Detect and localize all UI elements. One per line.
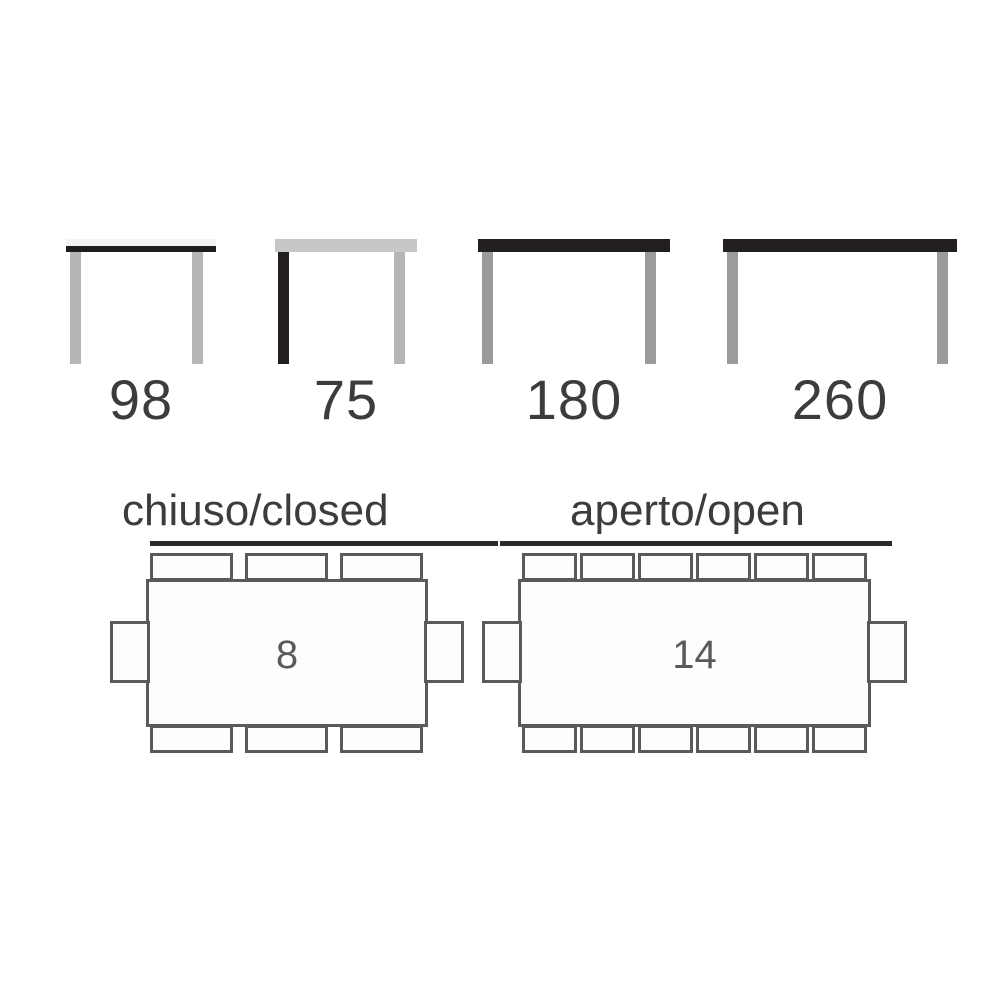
table-leg-left-260 bbox=[727, 252, 738, 364]
seat-right-1 bbox=[867, 621, 907, 683]
seat-right-1 bbox=[424, 621, 464, 683]
seat-top-2 bbox=[245, 553, 328, 581]
table-leg-left-180 bbox=[482, 252, 493, 364]
seat-bottom-1 bbox=[522, 725, 577, 753]
open-table-body bbox=[518, 579, 871, 727]
table-leg-right-75 bbox=[394, 252, 405, 364]
seat-bottom-4 bbox=[696, 725, 751, 753]
table-leg-right-260 bbox=[937, 252, 948, 364]
seat-left-1 bbox=[482, 621, 522, 683]
table-leg-left-75 bbox=[278, 252, 289, 364]
seat-bottom-2 bbox=[245, 725, 328, 753]
seat-top-2 bbox=[580, 553, 635, 581]
dimension-label-75: 75 bbox=[313, 368, 379, 431]
table-leg-left-98 bbox=[70, 252, 81, 364]
closed-seat-count: 8 bbox=[275, 633, 299, 677]
caption-open: aperto/open bbox=[570, 486, 805, 535]
divider-open bbox=[500, 541, 892, 546]
seat-top-3 bbox=[638, 553, 693, 581]
open-seat-count: 14 bbox=[672, 633, 717, 677]
seat-top-5 bbox=[754, 553, 809, 581]
seat-top-1 bbox=[522, 553, 577, 581]
caption-closed: chiuso/closed bbox=[122, 486, 389, 535]
closed-table-body bbox=[146, 579, 428, 727]
seat-top-4 bbox=[696, 553, 751, 581]
open-plan: 14 bbox=[482, 553, 907, 753]
table-icon-180: 180 bbox=[478, 239, 670, 431]
table-icon-75: 75 bbox=[275, 239, 417, 431]
seat-left-1 bbox=[110, 621, 150, 683]
dimension-label-180: 180 bbox=[525, 368, 623, 431]
dimension-label-98: 98 bbox=[108, 368, 174, 431]
table-icon-260: 260 bbox=[723, 239, 957, 431]
table-icon-98: 98 bbox=[66, 239, 216, 431]
table-top-98 bbox=[66, 239, 216, 252]
seat-bottom-1 bbox=[150, 725, 233, 753]
seat-bottom-3 bbox=[340, 725, 423, 753]
seat-top-6 bbox=[812, 553, 867, 581]
dimension-label-260: 260 bbox=[791, 368, 889, 431]
table-leg-right-98 bbox=[192, 252, 203, 364]
divider-closed bbox=[150, 541, 498, 546]
table-leg-right-180 bbox=[645, 252, 656, 364]
seat-top-1 bbox=[150, 553, 233, 581]
seat-bottom-3 bbox=[638, 725, 693, 753]
table-top-180 bbox=[478, 239, 670, 252]
table-top-75 bbox=[275, 239, 417, 252]
closed-plan: 8 bbox=[110, 553, 470, 753]
table-top-260 bbox=[723, 239, 957, 252]
seat-bottom-6 bbox=[812, 725, 867, 753]
seat-bottom-2 bbox=[580, 725, 635, 753]
seat-bottom-5 bbox=[754, 725, 809, 753]
seat-top-3 bbox=[340, 553, 423, 581]
